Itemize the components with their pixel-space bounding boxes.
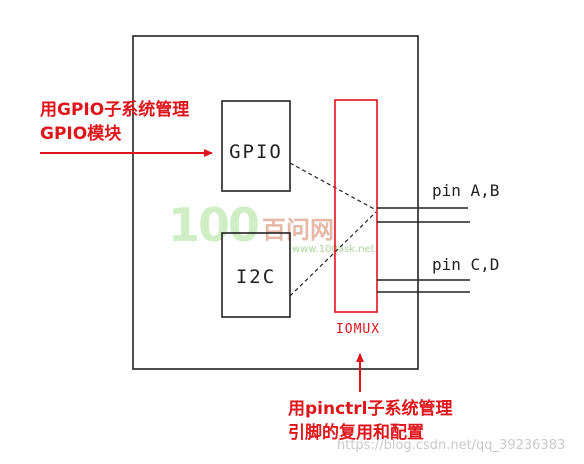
i2c-label: I2C (236, 266, 276, 288)
pinctrl-annotation-line2: 引脚的复用和配置 (288, 423, 424, 443)
pin-ab-label: pin A,B (432, 181, 499, 200)
iomux-block (334, 99, 378, 313)
gpio-annotation-line1: 用GPIO子系统管理 (40, 100, 190, 120)
gpio-label: GPIO (229, 141, 283, 163)
gpio-block (221, 100, 291, 192)
watermark-logo-url: www.100ask.net (292, 244, 375, 255)
i2c-to-iomux-link (289, 211, 377, 297)
gpio-annotation-line2: GPIO模块 (40, 124, 122, 144)
watermark-blog-url: https://blog.csdn.net/qq_39236383 (337, 438, 566, 453)
watermark-logo-digits: 100 (168, 198, 260, 252)
pin-cd-label: pin C,D (432, 255, 499, 274)
pinctrl-annotation-line1: 用pinctrl子系统管理 (288, 399, 453, 419)
soc-outline (132, 35, 419, 370)
iomux-label: IOMUX (336, 322, 380, 337)
gpio-to-iomux-link (289, 162, 377, 211)
i2c-block (221, 232, 291, 318)
watermark-logo-name: 百问网 (262, 216, 334, 244)
